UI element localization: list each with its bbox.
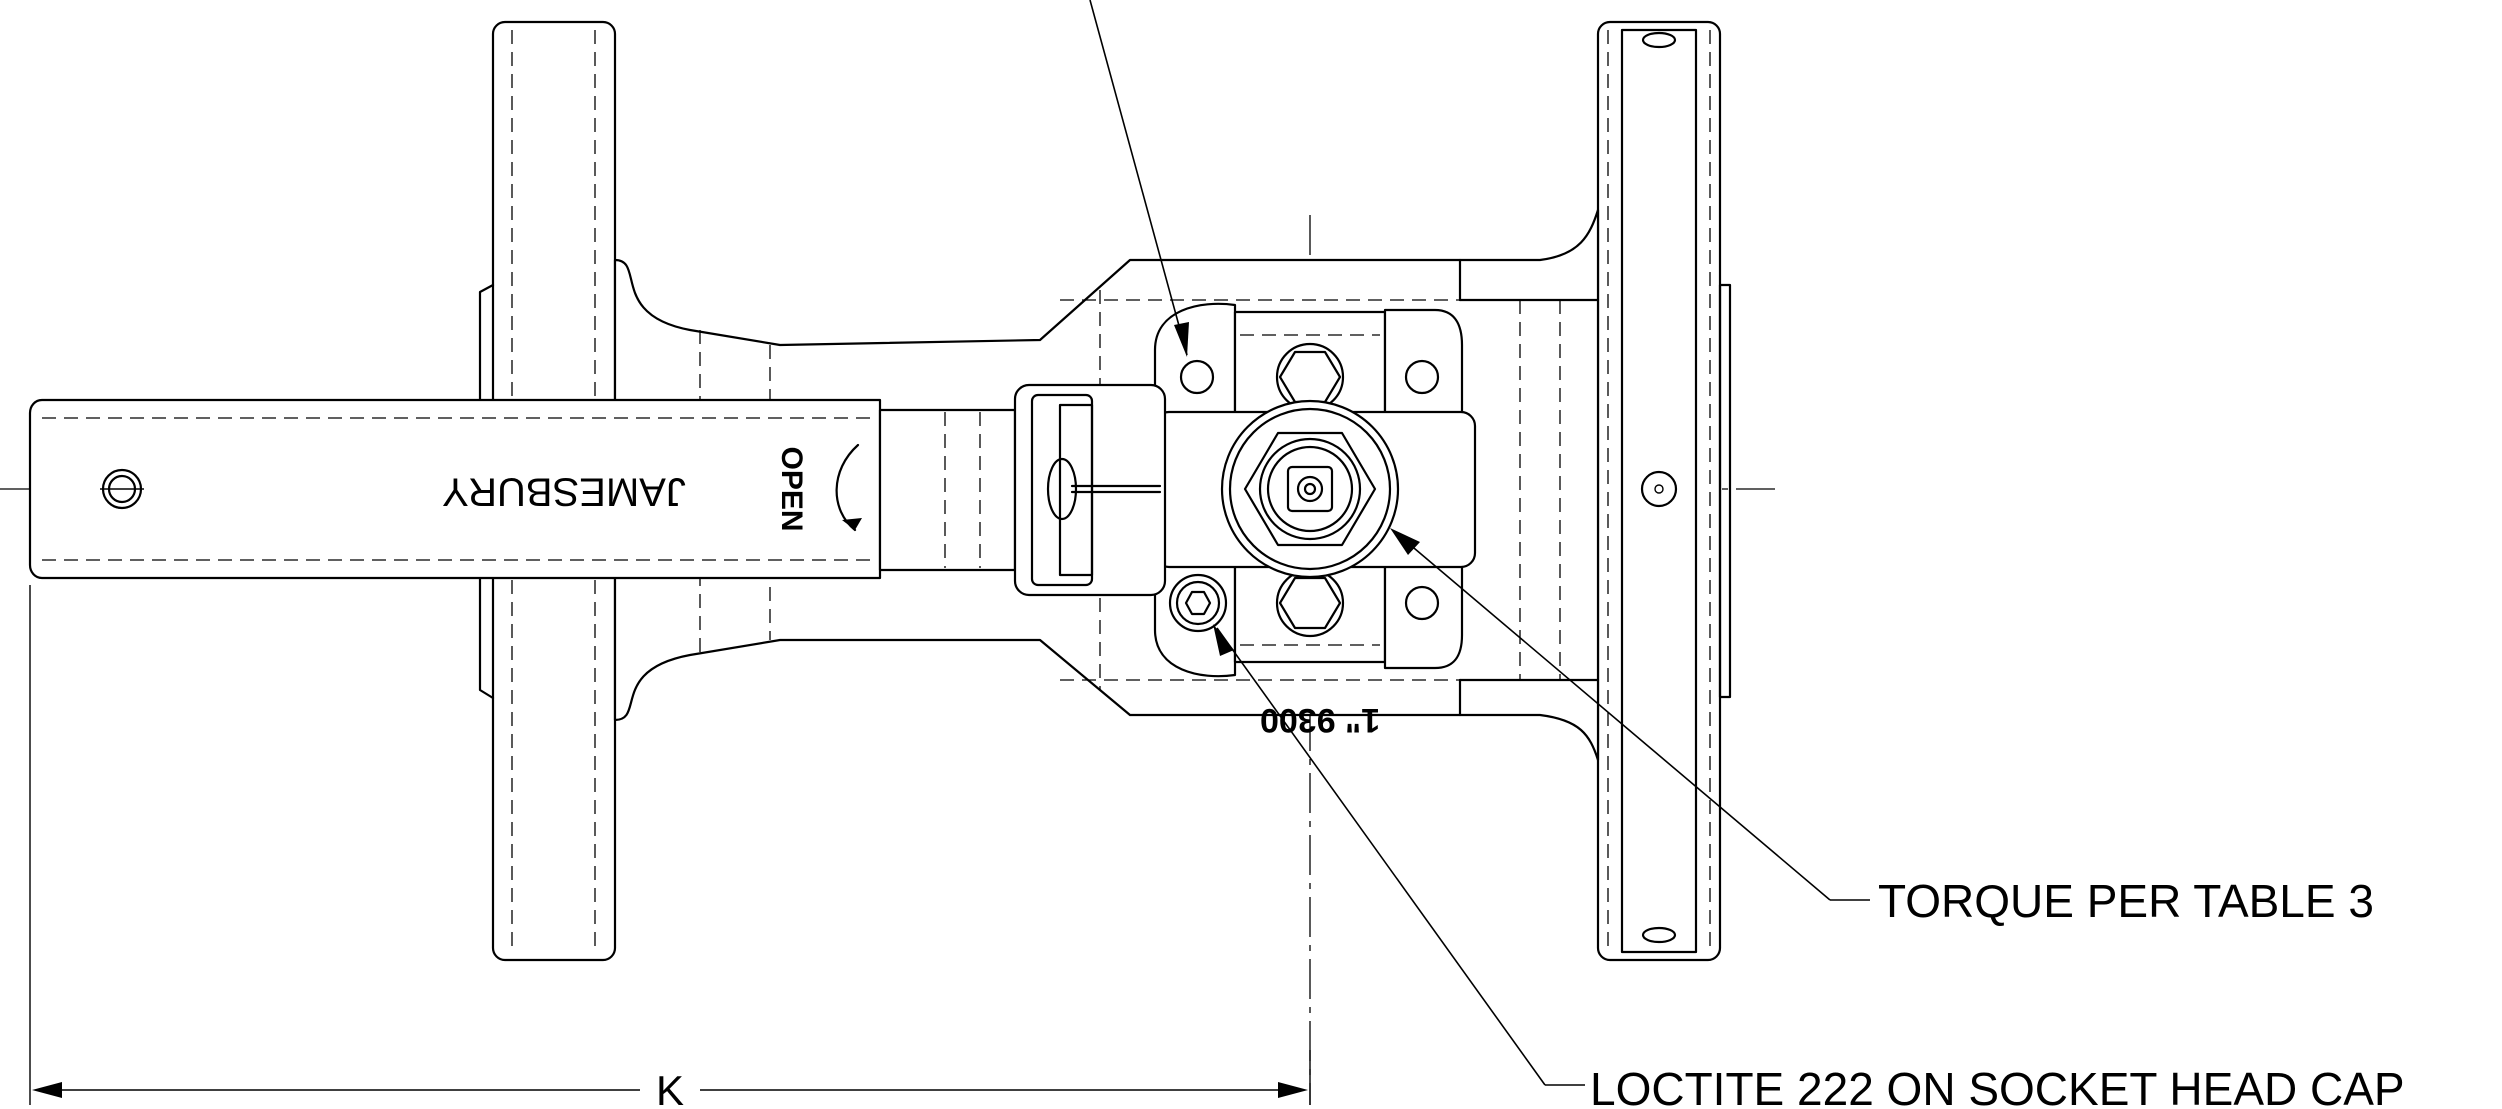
body-marking-text: 1" 9300 bbox=[1260, 701, 1380, 739]
dimension-k: K bbox=[29, 585, 1311, 1109]
socket-head-cap-screw bbox=[1168, 573, 1228, 633]
stem-packing bbox=[1153, 399, 1477, 579]
handle-markings: JAMESBURY OPEN bbox=[442, 446, 808, 531]
handle-brand-text: JAMESBURY bbox=[442, 469, 686, 513]
loctite-callout: LOCTITE 222 ON SOCKET HEAD CAP bbox=[1590, 1063, 2405, 1109]
torque-callout: TORQUE PER TABLE 3 bbox=[1878, 875, 2374, 927]
handle bbox=[28, 383, 1167, 597]
leader-lines bbox=[1089, 0, 1870, 1086]
dimension-label: K bbox=[656, 1067, 684, 1109]
right-flange bbox=[1596, 20, 1732, 962]
handle-open-text: OPEN bbox=[775, 446, 808, 531]
